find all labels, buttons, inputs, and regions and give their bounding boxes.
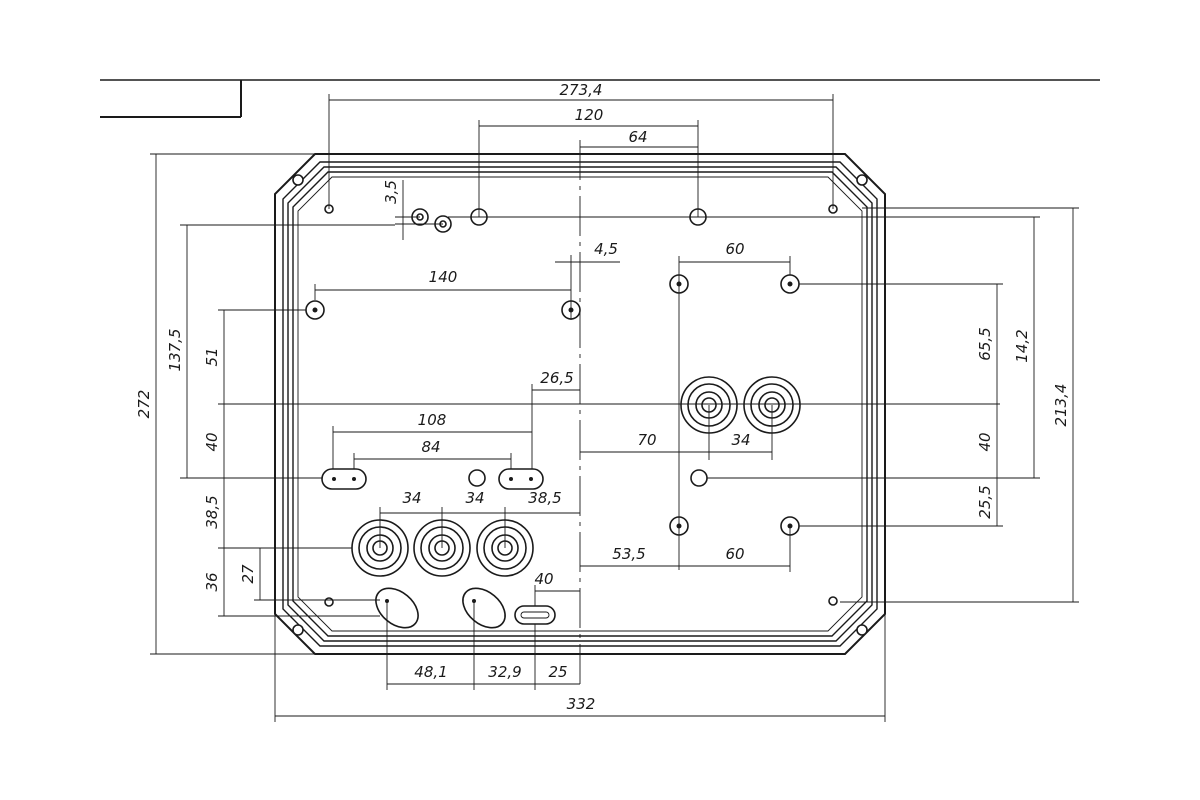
standoff-bosses: [305, 274, 800, 536]
dim-26-5: 26,5: [540, 369, 573, 387]
dim-14-2: 14,2: [1013, 329, 1031, 362]
dim-70: 70: [637, 431, 656, 449]
dim-84: 84: [421, 438, 440, 456]
dim-48-1: 48,1: [414, 663, 447, 681]
dim-40-left: 40: [203, 432, 221, 451]
dim-65-5: 65,5: [976, 327, 994, 360]
dim-120: 120: [575, 106, 604, 124]
enclosure-outline: [274, 153, 886, 655]
dim-34-a: 34: [402, 489, 421, 507]
dimension-labels: 273,4 120 64 3,5 4,5 60 140 137,5 51 65,…: [135, 81, 1070, 713]
corner-mount-holes: [292, 174, 868, 636]
dim-140: 140: [429, 268, 458, 286]
dim-25: 25: [548, 663, 567, 681]
dim-60-bottom: 60: [725, 545, 744, 563]
title-frame: [100, 79, 1100, 118]
dim-34-right: 34: [731, 431, 750, 449]
dim-213-4: 213,4: [1052, 384, 1070, 427]
dimension-lines: [150, 94, 1079, 722]
dim-108: 108: [418, 411, 447, 429]
dim-272: 272: [135, 390, 153, 419]
dim-40-right: 40: [976, 432, 994, 451]
slots: [321, 468, 556, 629]
dim-25-5: 25,5: [976, 485, 994, 518]
dim-27: 27: [239, 564, 257, 584]
dim-53-5: 53,5: [612, 545, 645, 563]
dim-64: 64: [628, 128, 647, 146]
dim-51: 51: [203, 347, 221, 366]
dim-332: 332: [567, 695, 596, 713]
dim-137-5: 137,5: [166, 329, 184, 372]
dim-4-5: 4,5: [594, 240, 618, 258]
dim-38-5-left: 38,5: [203, 495, 221, 528]
dim-40: 40: [534, 570, 553, 588]
dim-60-top: 60: [725, 240, 744, 258]
dim-overall-width: 273,4: [560, 81, 603, 99]
small-holes: [324, 204, 838, 607]
dim-36: 36: [203, 572, 221, 591]
dim-38-5: 38,5: [528, 489, 561, 507]
dim-3-5: 3,5: [382, 180, 400, 204]
dim-32-9: 32,9: [488, 663, 521, 681]
dim-34-b: 34: [465, 489, 484, 507]
